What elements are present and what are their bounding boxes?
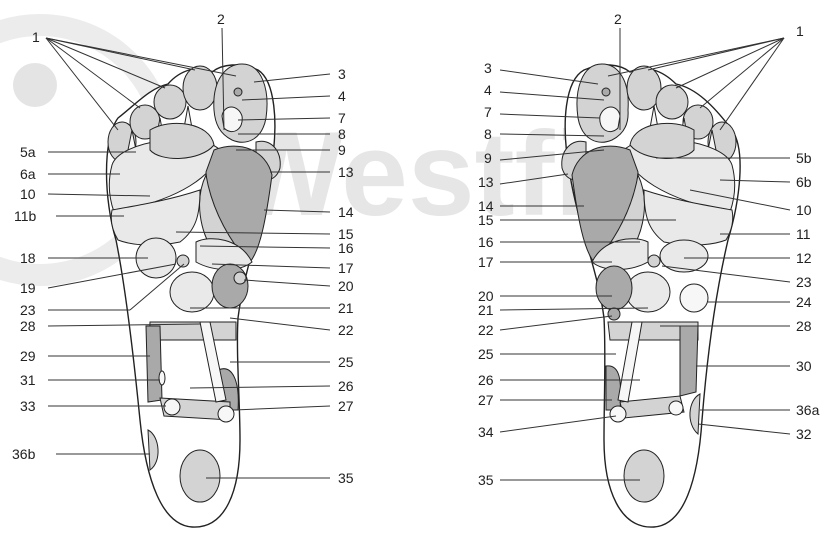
right-label-11: 11 xyxy=(796,226,811,242)
right-label-22: 22 xyxy=(478,322,494,338)
left-label-28: 28 xyxy=(20,318,36,334)
left-label-20: 20 xyxy=(338,278,354,294)
left-label-22: 22 xyxy=(338,322,354,338)
right-label-21: 21 xyxy=(478,302,494,318)
left-label-13: 13 xyxy=(338,164,354,180)
left-heel-zone xyxy=(180,450,220,502)
right-label-35: 35 xyxy=(478,472,494,488)
right-point-34 xyxy=(610,406,626,422)
left-label-3: 3 xyxy=(338,66,346,82)
right-label-8: 8 xyxy=(484,126,492,142)
left-label-27: 27 xyxy=(338,398,354,414)
right-label-16: 16 xyxy=(478,234,494,250)
left-label-9: 9 xyxy=(338,142,346,158)
right-label-30: 30 xyxy=(796,358,812,374)
right-big-toe xyxy=(577,64,628,142)
right-label-3: 3 xyxy=(484,60,492,76)
right-thyroid-zone xyxy=(660,240,708,272)
left-label-1: 1 xyxy=(32,29,40,45)
left-label-23: 23 xyxy=(20,302,36,318)
left-label-25: 25 xyxy=(338,354,354,370)
right-label-9: 9 xyxy=(484,150,492,166)
right-label-17: 17 xyxy=(478,254,494,270)
left-label-18: 18 xyxy=(20,250,36,266)
left-big-toe xyxy=(214,64,267,142)
right-point-24 xyxy=(680,284,708,312)
right-label-7: 7 xyxy=(484,104,492,120)
right-label-6b: 6b xyxy=(796,174,812,190)
left-label-33: 33 xyxy=(20,398,36,414)
right-label-13: 13 xyxy=(478,174,494,190)
left-kidney-zone xyxy=(170,272,214,312)
right-label-1: 1 xyxy=(796,23,804,39)
left-label-6a: 6a xyxy=(20,166,36,182)
right-point-23 xyxy=(648,255,660,267)
left-label-11b: 11b xyxy=(14,208,37,224)
right-point-27 xyxy=(669,401,683,415)
right-label-12: 12 xyxy=(796,250,812,266)
left-label-14: 14 xyxy=(338,204,354,220)
right-colon-zone xyxy=(596,266,632,310)
right-label-32: 32 xyxy=(796,426,812,442)
left-label-36b: 36b xyxy=(12,446,36,462)
right-kidney-zone xyxy=(626,272,670,312)
left-label-8: 8 xyxy=(338,126,346,142)
left-foot xyxy=(107,64,281,527)
right-toe-3 xyxy=(656,85,688,119)
right-heel-zone xyxy=(624,450,664,502)
left-point-20 xyxy=(234,272,246,284)
left-label-35: 35 xyxy=(338,470,354,486)
right-pituitary-point xyxy=(602,88,610,96)
left-toe-2 xyxy=(183,66,217,110)
left-label-10: 10 xyxy=(20,186,36,202)
left-point-31 xyxy=(159,371,165,385)
right-label-25: 25 xyxy=(478,346,494,362)
right-label-27: 27 xyxy=(478,392,494,408)
right-label-36a: 36a xyxy=(796,402,820,418)
left-pituitary-point xyxy=(234,88,242,96)
right-neck-zone xyxy=(600,107,620,132)
right-label-10: 10 xyxy=(796,202,812,218)
left-label-29: 29 xyxy=(20,348,36,364)
right-label-2: 2 xyxy=(614,11,622,27)
left-neck-zone xyxy=(222,107,242,132)
right-label-15: 15 xyxy=(478,212,494,228)
left-ascending-colon xyxy=(146,326,162,402)
watermark-dot xyxy=(13,63,57,107)
left-label-5a: 5a xyxy=(20,144,36,160)
left-label-4: 4 xyxy=(338,88,346,104)
left-label-2: 2 xyxy=(217,11,225,27)
left-label-17: 17 xyxy=(338,260,354,276)
left-label-19: 19 xyxy=(20,280,36,296)
left-label-21: 21 xyxy=(338,300,354,316)
left-point-33 xyxy=(164,399,180,415)
left-label-31: 31 xyxy=(20,372,36,388)
left-label-16: 16 xyxy=(338,240,354,256)
left-toe-3 xyxy=(154,85,186,119)
left-colon-zone xyxy=(212,264,248,308)
right-label-26: 26 xyxy=(478,372,494,388)
right-label-34: 34 xyxy=(478,424,494,440)
left-label-26: 26 xyxy=(338,378,354,394)
right-label-28: 28 xyxy=(796,318,812,334)
left-point-27 xyxy=(218,406,234,422)
right-label-5b: 5b xyxy=(796,150,812,166)
left-label-7: 7 xyxy=(338,110,346,126)
right-point-21 xyxy=(608,308,620,320)
right-ascending-colon xyxy=(680,326,698,396)
right-label-4: 4 xyxy=(484,82,492,98)
right-label-23: 23 xyxy=(796,274,812,290)
right-label-24: 24 xyxy=(796,294,812,310)
